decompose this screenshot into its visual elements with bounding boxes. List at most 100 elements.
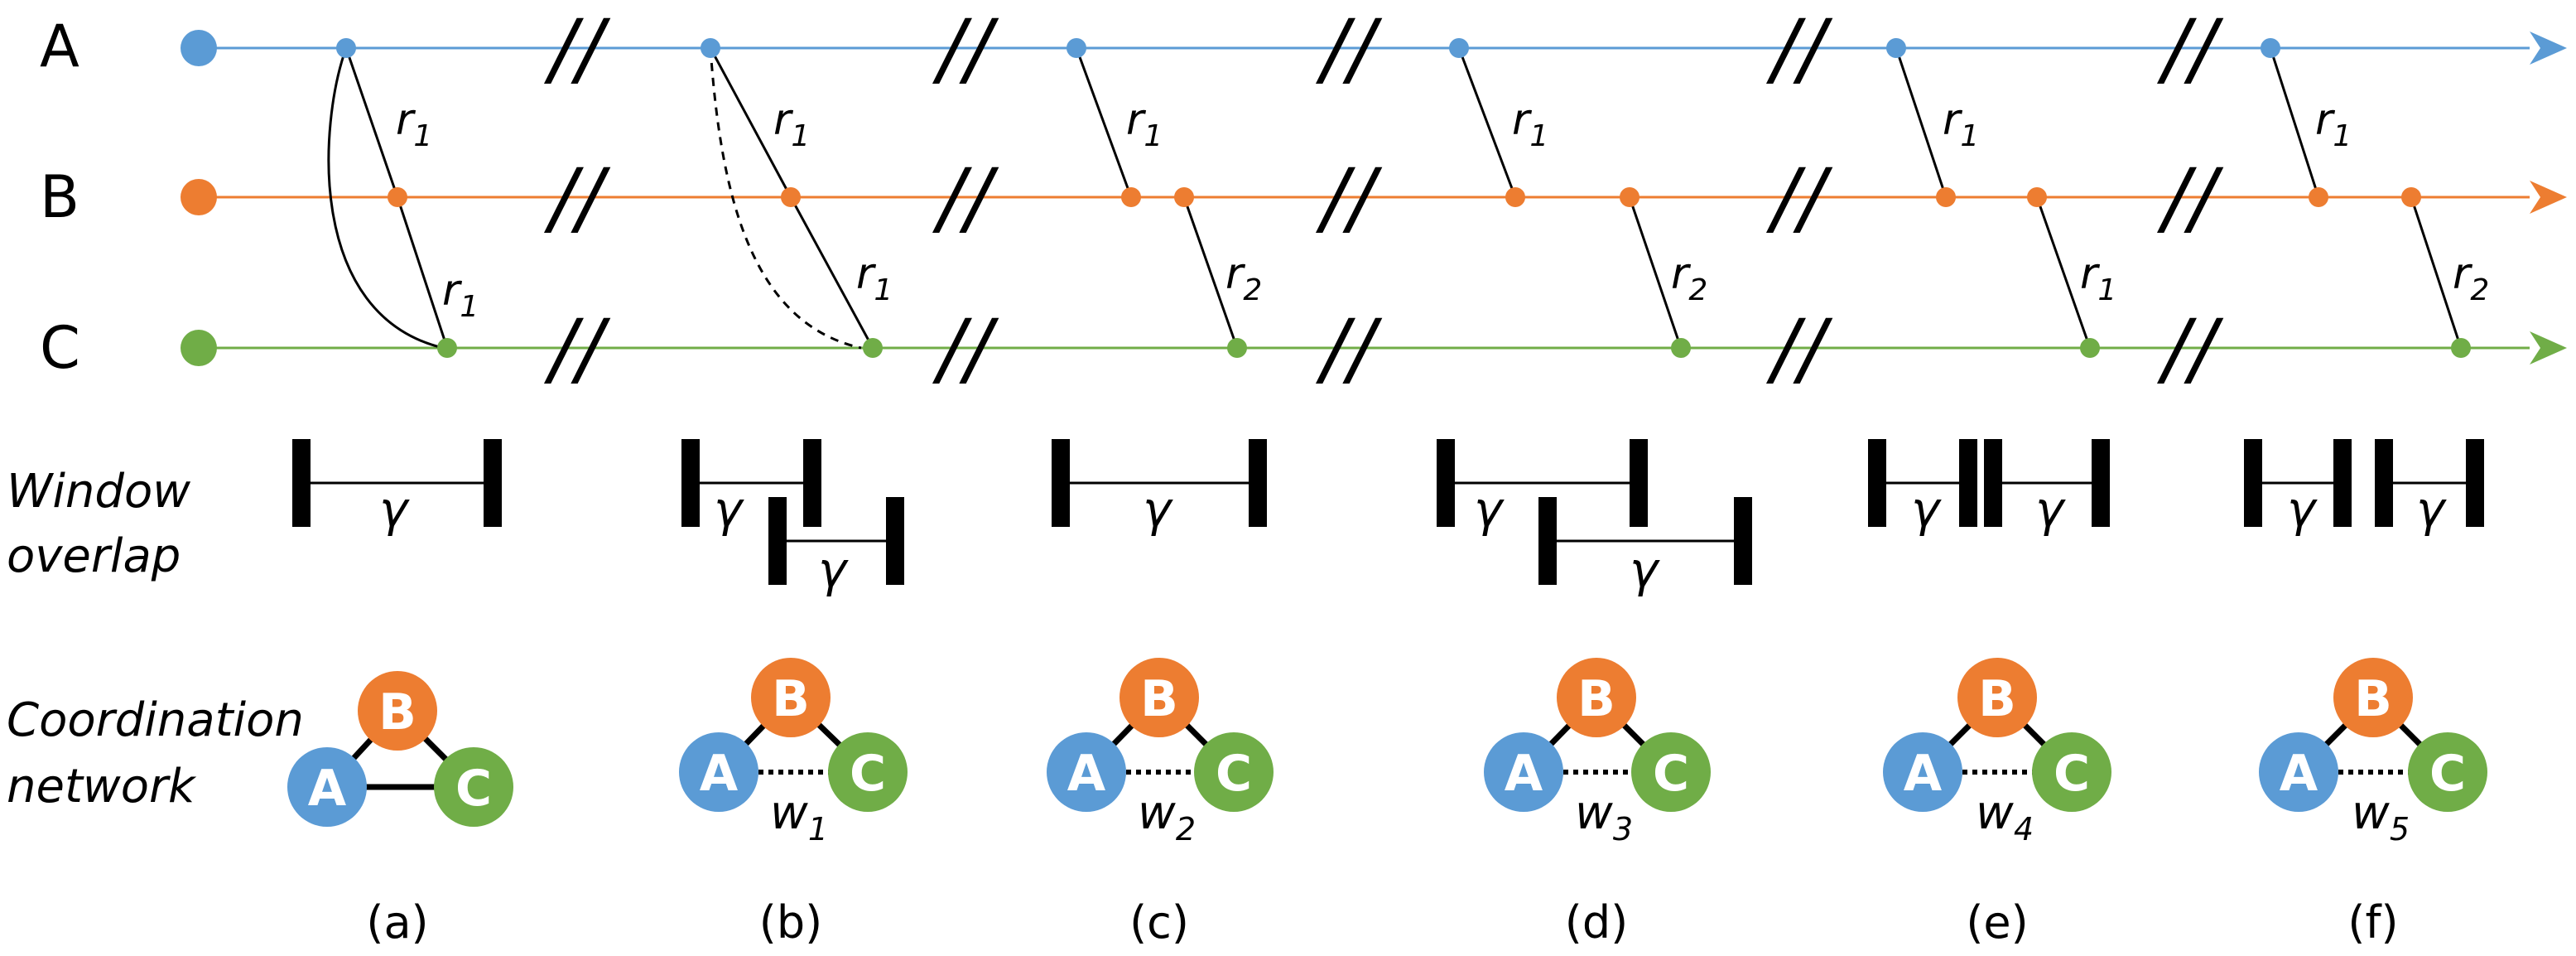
- panel-b-events: r1 r1: [701, 38, 893, 358]
- panel-labels: (a) (b) (c) (d) (e) (f): [366, 896, 2398, 949]
- gamma-label: γ: [714, 481, 744, 538]
- event-b: [1505, 187, 1525, 207]
- node-label-a: A: [2280, 745, 2318, 803]
- weight-label-sub: 3: [1613, 811, 1633, 847]
- node-b: [2333, 658, 2413, 737]
- weight-label-sub: 1: [808, 811, 828, 847]
- gamma-label: γ: [1911, 481, 1942, 538]
- window-overlap-row: [292, 439, 2484, 585]
- weight-label-sub: 2: [1176, 811, 1196, 847]
- panel-e-events: r1 r1: [1886, 38, 2116, 358]
- weight-label: w: [1976, 786, 2014, 840]
- svg-text:w2: w2: [1138, 786, 1196, 847]
- event-b: [1174, 187, 1194, 207]
- node-label-b: B: [2354, 670, 2392, 728]
- gamma-label: γ: [818, 542, 849, 598]
- event-c: [1671, 338, 1691, 358]
- break-mark: //: [2156, 302, 2223, 395]
- node-label-c: C: [455, 760, 492, 818]
- network-b: B A C w1: [679, 658, 908, 847]
- break-mark: //: [932, 302, 999, 395]
- svg-text:r1: r1: [2315, 95, 2352, 153]
- break-mark: //: [1765, 2, 1832, 95]
- node-label-a: A: [700, 745, 739, 803]
- node-a: [1883, 732, 1962, 812]
- edge-label: r: [2315, 95, 2336, 145]
- network-a: B A C: [287, 671, 513, 827]
- event-a: [1449, 38, 1469, 58]
- node-label-b: B: [1577, 670, 1615, 728]
- node-a: [1484, 732, 1563, 812]
- edge-label: r: [442, 266, 463, 316]
- node-b: [358, 671, 437, 751]
- event-b: [2309, 187, 2328, 207]
- edge-label: r: [773, 95, 794, 145]
- node-label-c: C: [1653, 745, 1689, 803]
- svg-text:w1: w1: [770, 786, 828, 847]
- event-c: [2451, 338, 2471, 358]
- node-label-a: A: [1505, 745, 1543, 803]
- node-b: [1557, 658, 1636, 737]
- event-a: [2261, 38, 2280, 58]
- node-label-a: A: [1904, 745, 1943, 803]
- row-label-c: C: [40, 314, 80, 382]
- node-a: [1047, 732, 1126, 812]
- node-label-c: C: [2429, 745, 2466, 803]
- row-label-a: A: [40, 12, 79, 80]
- break-marks: // // // // // // // // // // // // // /…: [543, 2, 2223, 395]
- coordination-network-label-1: Coordination: [7, 693, 304, 747]
- gamma-label: γ: [2035, 481, 2066, 538]
- edge-label-sub: 1: [2333, 119, 2352, 153]
- edge-label: r: [856, 249, 877, 299]
- event-a: [1886, 38, 1906, 58]
- break-mark: //: [2156, 2, 2223, 95]
- weight-label: w: [1138, 786, 1176, 840]
- event-c: [1227, 338, 1247, 358]
- edge-label: r: [2453, 249, 2473, 299]
- edge-label-sub: 1: [1960, 119, 1979, 153]
- svg-text:r1: r1: [773, 95, 810, 153]
- network-e: B A C w4: [1883, 658, 2111, 847]
- node-c: [2408, 732, 2487, 812]
- panel-label-b: (b): [759, 896, 822, 949]
- panel-label-a: (a): [366, 896, 428, 949]
- edge-label: r: [1126, 95, 1147, 145]
- timeline-start-a: [181, 30, 217, 66]
- node-label-c: C: [850, 745, 886, 803]
- weight-label-sub: 4: [2014, 811, 2034, 847]
- timeline-c: [181, 330, 2567, 366]
- panel-c-events: r1 r2: [1067, 38, 1262, 358]
- panel-f-events: r1 r2: [2261, 38, 2489, 358]
- node-label-c: C: [2054, 745, 2090, 803]
- network-f: B A C w5: [2259, 658, 2487, 847]
- gamma-label: γ: [1143, 481, 1173, 538]
- svg-text:r2: r2: [1671, 249, 1707, 307]
- panel-label-e: (e): [1966, 896, 2028, 949]
- edge-label-sub: 2: [1688, 273, 1707, 307]
- weight-label: w: [1575, 786, 1613, 840]
- window-overlap-label-1: Window: [7, 465, 190, 519]
- node-c: [434, 747, 513, 827]
- svg-text:r2: r2: [2453, 249, 2489, 307]
- node-label-b: B: [1140, 670, 1178, 728]
- panel-label-f: (f): [2347, 896, 2398, 949]
- break-mark: //: [543, 2, 610, 95]
- timeline-start-c: [181, 330, 217, 366]
- break-mark: //: [1765, 152, 1832, 244]
- node-a: [287, 747, 367, 827]
- svg-text:r1: r1: [396, 95, 432, 153]
- gamma-label: γ: [379, 481, 410, 538]
- node-c: [2032, 732, 2111, 812]
- event-b: [2401, 187, 2421, 207]
- edge-label-sub: 1: [460, 290, 479, 324]
- event-b: [2027, 187, 2047, 207]
- event-b: [1936, 187, 1956, 207]
- event-a: [336, 38, 356, 58]
- svg-text:w3: w3: [1575, 786, 1633, 847]
- node-c: [828, 732, 908, 812]
- svg-text:r1: r1: [856, 249, 893, 307]
- network-d: B A C w3: [1484, 658, 1711, 847]
- node-label-b: B: [772, 670, 810, 728]
- weight-label: w: [2352, 786, 2390, 840]
